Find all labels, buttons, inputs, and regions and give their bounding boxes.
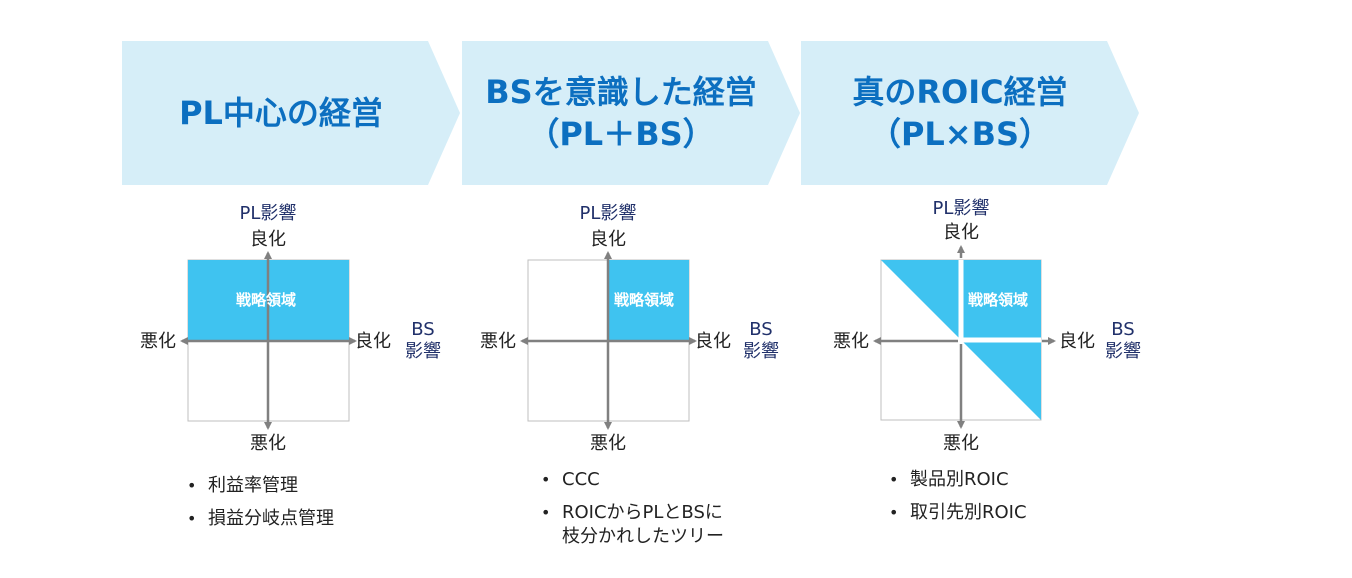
bs-impact-line1: BS (411, 319, 435, 340)
strategy-label: 戦略領域 (614, 291, 675, 309)
improve-label-right: 良化 (355, 331, 391, 352)
quadrant-pl-times-bs: 戦略領域 PL影響 良化 悪化 悪化 良化 BS 影響 (694, 198, 1141, 460)
quadrant-graphic (180, 251, 357, 430)
bs-impact-line1: BS (1111, 319, 1135, 340)
bs-impact-line1: BS (749, 319, 773, 340)
list-item: 取引先別ROIC (886, 501, 1027, 525)
stage-title: 真のROIC経営 （PL×BS） (801, 41, 1119, 185)
pl-impact-label: PL影響 (579, 203, 637, 224)
list-item: ROICからPLとBSに 枝分かれしたツリー (538, 501, 724, 549)
stage-title-line: BSを意識した経営 (485, 73, 757, 111)
stage-title-line: PL中心の経営 (179, 94, 383, 132)
stage-title-line: 真のROIC経営 (852, 73, 1068, 111)
improve-label-right: 良化 (695, 331, 731, 352)
worsen-label-left: 悪化 (140, 331, 176, 352)
worsen-label-bottom: 悪化 (590, 433, 626, 454)
strategy-area (608, 260, 689, 341)
improve-label-right: 良化 (1059, 331, 1095, 352)
worsen-label-left: 悪化 (480, 331, 516, 352)
quadrant-pl-plus-bs: 戦略領域 PL影響 良化 悪化 悪化 良化 BS 影響 (340, 200, 779, 460)
stage-chevron-2: BSを意識した経営 （PL＋BS） (462, 41, 802, 185)
chevron-shape (122, 41, 460, 185)
list-item: 損益分岐点管理 (184, 507, 334, 531)
bs-impact-line2: 影響 (405, 341, 441, 362)
bs-impact-line2: 影響 (743, 341, 779, 362)
improve-label-top: 良化 (250, 229, 286, 250)
quadrant-graphic (873, 245, 1056, 429)
list-item: CCC (538, 468, 724, 492)
strategy-label: 戦略領域 (236, 291, 297, 309)
list-item: 利益率管理 (184, 474, 334, 498)
worsen-label-bottom: 悪化 (943, 433, 979, 454)
bullet-list-3: 製品別ROIC 取引先別ROIC (886, 468, 1027, 534)
pl-impact-label: PL影響 (239, 203, 297, 224)
bs-impact-label: BS 影響 (738, 319, 784, 363)
bullet-list-2: CCC ROICからPLとBSに 枝分かれしたツリー (538, 468, 724, 558)
bs-impact-label: BS 影響 (400, 319, 446, 363)
improve-label-top: 良化 (590, 229, 626, 250)
stage-chevron-1: PL中心の経営 (122, 41, 462, 185)
stage-title-line: （PL＋BS） (527, 115, 715, 153)
improve-label-top: 良化 (943, 222, 979, 243)
stage-chevron-3: 真のROIC経営 （PL×BS） (801, 41, 1141, 185)
stage-title-line: （PL×BS） (868, 115, 1052, 153)
list-item: 製品別ROIC (886, 468, 1027, 492)
worsen-label-bottom: 悪化 (250, 433, 286, 454)
pl-impact-label: PL影響 (932, 198, 990, 219)
bs-impact-line2: 影響 (1105, 341, 1141, 362)
quadrant-graphic (520, 251, 697, 430)
chevron-shape (462, 41, 800, 185)
bullet-list-1: 利益率管理 損益分岐点管理 (184, 474, 334, 540)
worsen-label-left: 悪化 (833, 331, 869, 352)
bs-impact-label: BS 影響 (1100, 319, 1146, 363)
quadrant-pl-focus: 戦略領域 PL影響 良化 悪化 悪化 良化 BS 影響 (0, 200, 441, 460)
chevron-shape (801, 41, 1139, 185)
stage-title: PL中心の経営 (122, 41, 440, 185)
stage-title: BSを意識した経営 （PL＋BS） (462, 41, 780, 185)
strategy-label: 戦略領域 (968, 291, 1029, 309)
